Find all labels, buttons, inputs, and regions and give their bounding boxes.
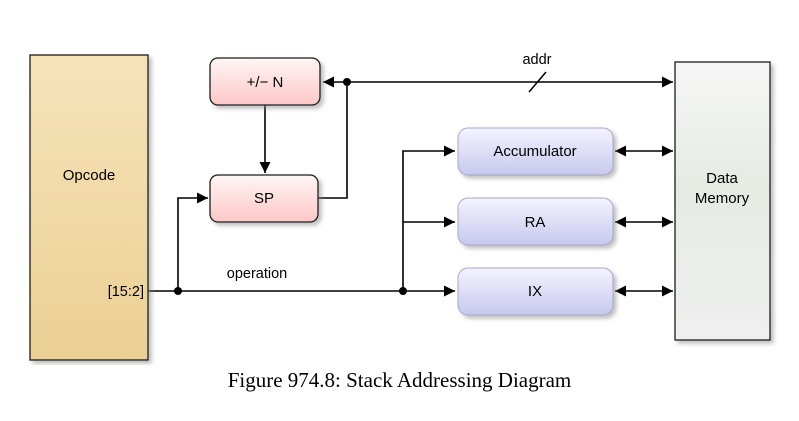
opcode-box [29,54,149,361]
data-memory-label-line1: Data [706,170,738,187]
ra-label: RA [525,214,546,231]
sp-label: SP [254,190,274,207]
opcode-to-sp-wire [177,192,208,291]
ra-box [457,197,614,246]
accumulator-box [457,127,614,176]
adder-label: +/− N [247,74,284,91]
stack-addressing-diagram: Opcode [15:2] +/− N SP Accumulator RA IX… [29,52,771,361]
operation-wire-label: operation [227,266,287,282]
data-memory-label-line2: Memory [695,190,750,207]
ix-box [457,267,614,316]
adder-box [209,57,321,106]
opcode-bit-range-label: [15:2] [108,284,144,300]
addr-wire-label: addr [522,52,551,68]
opcode-label: Opcode [63,167,116,184]
operation-to-accumulator-wire [402,145,455,291]
ix-label: IX [528,283,542,300]
data-memory-box [674,61,771,341]
bus-slash-mark [528,71,547,93]
accumulator-label: Accumulator [493,143,576,160]
figure-caption: Figure 974.8: Stack Addressing Diagram [227,368,572,392]
sp-to-addr-wire [318,82,348,199]
junction-dot [343,78,351,86]
sp-box [209,174,319,223]
